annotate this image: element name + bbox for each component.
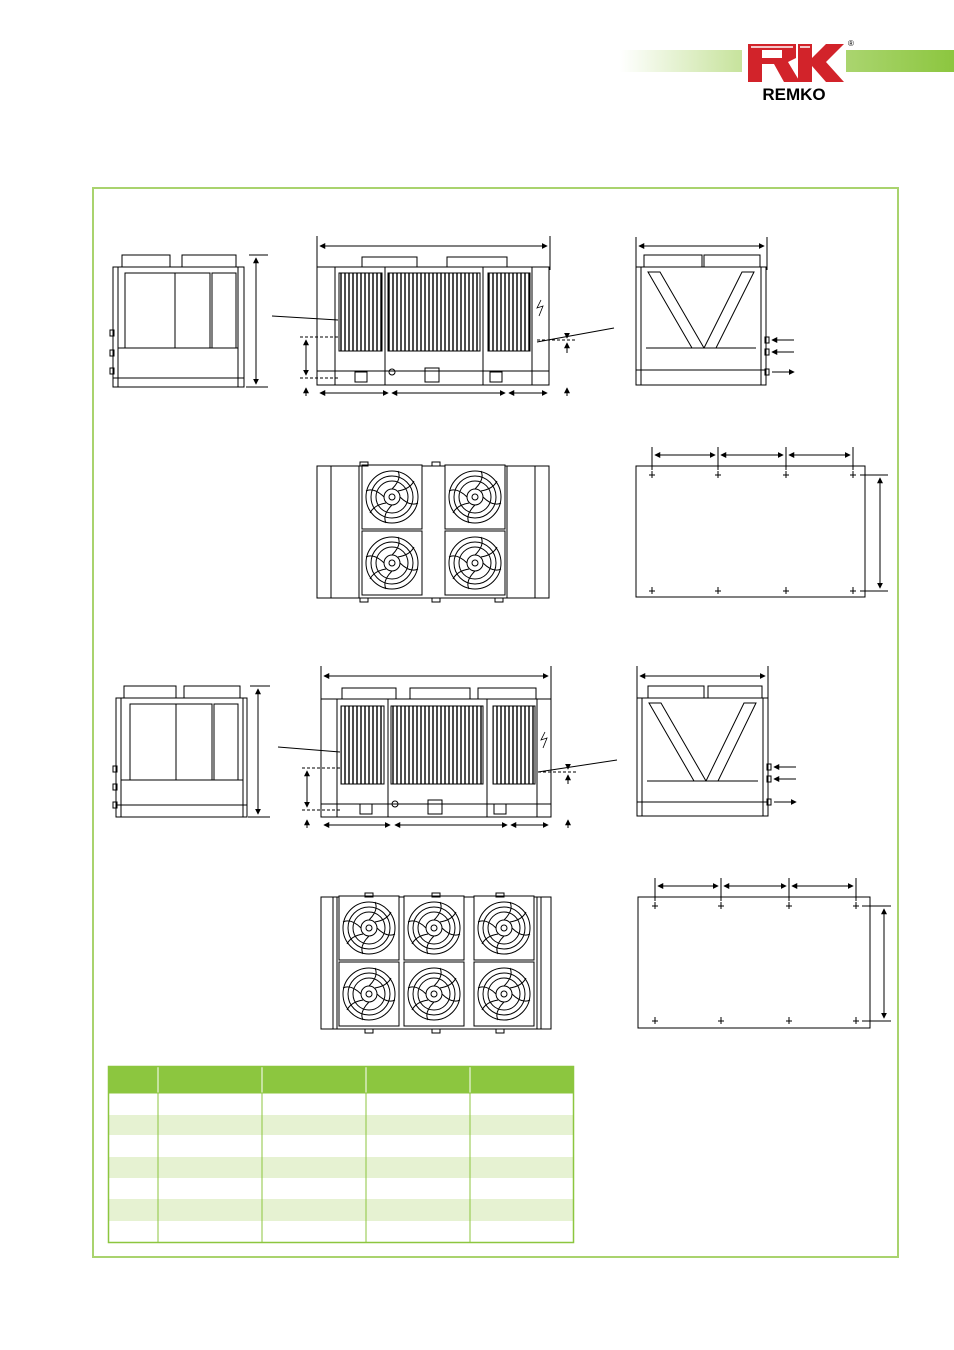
table-row [108,1221,574,1243]
page-header: REMKO ® [0,0,954,160]
dimension-table [107,1065,575,1244]
footprint-view-unit-b [637,878,891,1029]
drawing-frame [92,187,899,1258]
table-row [108,1157,574,1178]
logo-symbol-r [748,44,800,82]
registered-mark: ® [848,39,854,48]
side-view-right-unit-a [635,237,795,386]
table-header-row [108,1066,574,1093]
top-view-unit-a [316,461,550,603]
top-view-unit-b [320,892,552,1034]
front-view-unit-b [277,666,618,828]
table-row [108,1135,574,1157]
table-row [108,1199,574,1221]
remko-logo: REMKO ® [742,38,854,104]
table-row [108,1115,574,1135]
logo-text: REMKO [762,85,825,104]
front-view-unit-a [271,236,615,396]
table-row [108,1093,574,1115]
header-graphic: REMKO ® [620,38,954,104]
side-view-left-unit-a [109,254,268,388]
table-row [108,1178,574,1199]
side-view-right-unit-b [636,666,797,817]
footprint-view-unit-a [635,447,888,598]
logo-symbol-k [798,44,844,82]
side-view-left-unit-b [112,685,270,818]
